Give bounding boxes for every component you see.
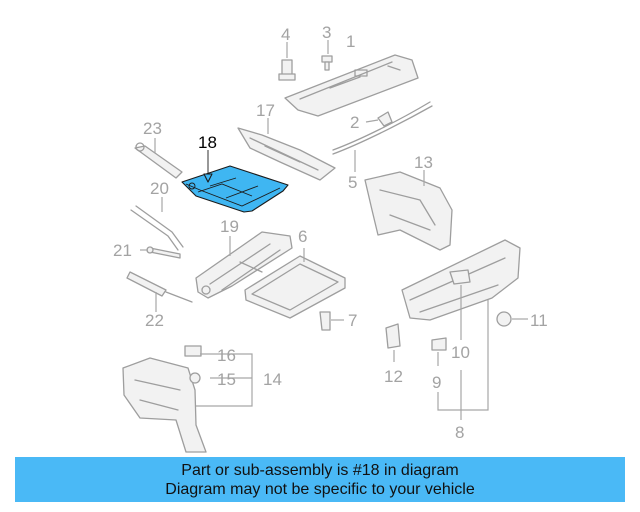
part-17-tray-panel — [237, 118, 336, 181]
callout-19[interactable]: 19 — [220, 217, 239, 236]
callout-23[interactable]: 23 — [143, 119, 162, 138]
callout-22[interactable]: 22 — [145, 311, 164, 330]
callout-6[interactable]: 6 — [298, 227, 307, 246]
part-12-clip — [385, 323, 401, 362]
banner-line-disclaimer: Diagram may not be specific to your vehi… — [165, 480, 475, 498]
part-21-rod — [140, 246, 181, 259]
part-bumper-trim — [401, 239, 528, 340]
callout-8[interactable]: 8 — [455, 423, 464, 442]
callout-14[interactable]: 14 — [263, 370, 282, 389]
part-20-jack-handle — [130, 197, 184, 251]
part-5-weatherstrip — [332, 101, 433, 172]
callout-11[interactable]: 11 — [530, 311, 548, 330]
callout-10[interactable]: 10 — [451, 343, 470, 362]
part-18-highlighted — [181, 150, 289, 213]
callout-18[interactable]: 18 — [198, 133, 217, 152]
callout-21[interactable]: 21 — [113, 241, 132, 260]
callout-12[interactable]: 12 — [384, 367, 403, 386]
callout-9[interactable]: 9 — [432, 373, 441, 392]
callout-2[interactable]: 2 — [350, 113, 359, 132]
callout-15[interactable]: 15 — [217, 370, 236, 389]
callout-5[interactable]: 5 — [348, 173, 357, 192]
part-4-fastener — [278, 42, 296, 81]
part-2-clip — [365, 111, 393, 127]
callout-4[interactable]: 4 — [281, 25, 290, 44]
parts-diagram: 1 2 3 4 5 6 7 8 9 10 11 12 13 14 15 16 1… — [113, 23, 548, 453]
part-19-jack — [195, 231, 293, 299]
part-14-left-trim — [122, 345, 253, 453]
callout-20[interactable]: 20 — [150, 179, 169, 198]
callout-17[interactable]: 17 — [256, 101, 275, 120]
info-banner: Part or sub-assembly is #18 in diagram D… — [15, 457, 625, 502]
part-23-lug-wrench — [134, 138, 183, 179]
part-1-parcel-shelf — [284, 54, 419, 117]
part-8-lead — [437, 300, 489, 420]
callout-1[interactable]: 1 — [346, 32, 355, 51]
part-13-side-trim — [364, 170, 453, 251]
part-9-clip — [431, 337, 447, 366]
callout-7[interactable]: 7 — [348, 311, 357, 330]
callout-3[interactable]: 3 — [322, 23, 331, 42]
callout-13[interactable]: 13 — [414, 153, 433, 172]
part-3-pin — [321, 40, 333, 71]
callout-16[interactable]: 16 — [217, 346, 236, 365]
part-7-bracket — [319, 311, 344, 331]
part-6-floor-mat — [244, 248, 346, 319]
banner-line-part: Part or sub-assembly is #18 in diagram — [181, 461, 459, 479]
part-22-screwdriver — [126, 271, 193, 312]
